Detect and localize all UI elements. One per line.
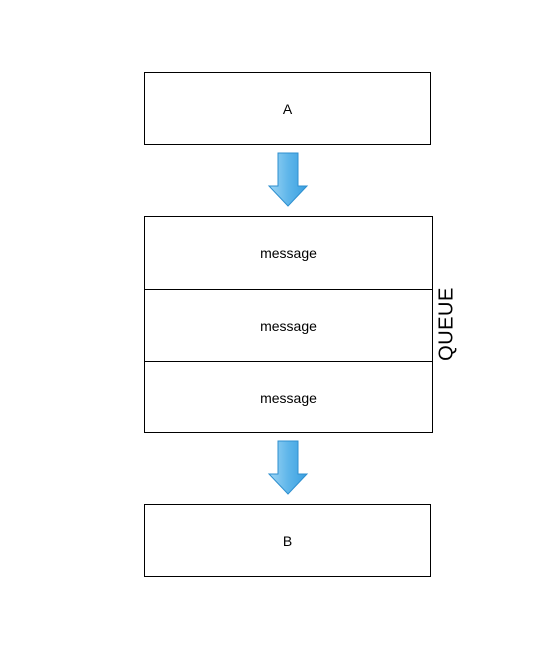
- message-queue: message message message: [144, 216, 433, 433]
- down-arrow-icon: [267, 440, 309, 495]
- producer-label: A: [282, 100, 293, 117]
- consumer-label: B: [282, 532, 293, 549]
- message-label: message: [260, 245, 317, 261]
- message-label: message: [260, 389, 317, 406]
- queue-message-3: message: [145, 361, 432, 433]
- down-arrow-icon: [267, 152, 309, 207]
- queue-title: QUEUE: [435, 287, 458, 361]
- queue-message-1: message: [145, 217, 432, 289]
- queue-message-2: message: [145, 289, 432, 361]
- consumer-box-b: B: [144, 504, 431, 577]
- producer-box-a: A: [144, 72, 431, 145]
- message-label: message: [260, 317, 317, 334]
